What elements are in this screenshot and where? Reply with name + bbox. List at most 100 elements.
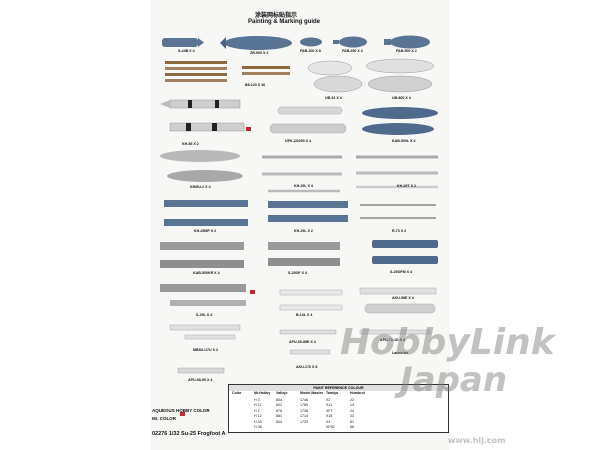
- kh-58-missile: [160, 99, 245, 132]
- legend-aqueous: AQUEOUS HOBBY COLOR: [152, 408, 210, 413]
- weapon-label: APU-68-99 X 4: [188, 378, 213, 382]
- weapon-label: KH-29L X 2: [294, 229, 313, 233]
- page-caption: 02276 1/32 Su-25 Frogfoot A: [152, 431, 226, 437]
- weapon-label: FAB-250 X 2: [342, 49, 363, 53]
- table-cell: 861: [276, 414, 282, 419]
- table-header-cell: Humbrol: [350, 391, 365, 395]
- table-header-cell: Vallejo: [276, 391, 288, 395]
- weapon-label: R-73 X 2: [392, 229, 407, 233]
- kh-25mp-missile: [164, 200, 248, 226]
- kab-500kr-bombs: [372, 240, 438, 264]
- weapon-label: FAB-100 X 8: [300, 49, 321, 53]
- weapon-label: KH-29T X 2: [397, 184, 416, 188]
- table-cell: 602: [276, 403, 282, 408]
- fab-100-bomb: [300, 37, 322, 47]
- zb-500-tank: [220, 36, 292, 50]
- s-25ofm-rockets: [268, 242, 340, 266]
- weapon-label: KH-58 X 2: [182, 142, 199, 146]
- table-cell: 1736: [300, 408, 308, 413]
- table-cell: X18: [326, 414, 333, 419]
- page-title: Painting & Marking guide: [248, 19, 321, 25]
- page-title-cjk: 涂装网标贴指示: [255, 12, 298, 19]
- weapon-label: AKU-176 X 8: [296, 365, 318, 369]
- table-header-cell: Tamiya: [326, 391, 339, 395]
- watermark-url: www.hlj.com: [448, 436, 506, 445]
- kh-25l-missiles: [262, 155, 342, 193]
- table-cell: H 33: [254, 419, 262, 424]
- table-cell: X2: [326, 398, 331, 402]
- s-25of-rockets: [160, 242, 244, 268]
- table-cell: 24: [350, 408, 354, 413]
- table-title: PAINT REFERENCE COLOUR: [229, 385, 448, 391]
- weapon-label: UPK-23/250 X 4: [285, 139, 312, 143]
- weapon-label: KAB-500L X 4: [392, 139, 416, 143]
- table-header-cell: Model Master: [300, 391, 323, 395]
- weapon-label: KMGU-2 X 4: [190, 185, 211, 189]
- table-cell: 22: [350, 398, 354, 402]
- weapon-label: S-24B X 4: [178, 49, 195, 53]
- weapon-label: KH-25MP X 2: [194, 229, 217, 233]
- table-cell: H 12: [254, 414, 262, 419]
- table-cell: XF62: [326, 425, 335, 429]
- ub-32-pod: [307, 60, 363, 93]
- table-cell: 1733: [300, 419, 308, 424]
- weapon-label: UB-800 X 4: [392, 96, 411, 100]
- weapon-label: S-25OFM X 4: [390, 270, 412, 274]
- b8-rocket-pods: [165, 61, 290, 82]
- weapon-label: B-13L X 4: [296, 313, 313, 317]
- kh-29t-missiles: [356, 155, 438, 189]
- table-cell: 1746: [300, 398, 308, 402]
- weapon-label: S-25OF X 4: [288, 271, 307, 275]
- kab-500l-bomb: [362, 107, 438, 135]
- weapon-label: B8-120 X 16: [245, 83, 266, 87]
- b-13l-pod: [364, 303, 436, 314]
- kmgu-dispensers: [160, 150, 243, 182]
- weapon-label: FAB-500 X 2: [396, 49, 417, 53]
- table-cell: XF7: [326, 408, 333, 413]
- weapon-label: S-25L X 4: [196, 313, 213, 317]
- table-cell: H 3: [254, 398, 260, 402]
- watermark-sub: Japan: [400, 360, 508, 400]
- upk-23-pod: [269, 106, 347, 134]
- watermark-brand: HobbyLink: [340, 322, 555, 363]
- weapon-label: ZB-500 X 2: [250, 51, 269, 55]
- aku-58e-launcher: [279, 287, 437, 311]
- weapon-label: KH-25L X 4: [294, 184, 313, 188]
- table-header-cell: Color: [232, 391, 242, 395]
- kh-29l-missile: [268, 201, 348, 222]
- table-cell: H 2: [254, 408, 260, 413]
- legend-aqueous-label: AQUEOUS HOBBY COLOR: [152, 408, 210, 413]
- r-73-missile: [360, 204, 436, 219]
- s-24b-rocket: [162, 38, 204, 47]
- weapon-label: AKU-58E X 4: [392, 296, 414, 300]
- legend-mr-label: Mr. COLOR: [152, 416, 177, 421]
- weapon-label: KAB-500KR X 4: [193, 271, 220, 275]
- table-cell: 804: [276, 398, 282, 402]
- table-cell: 13: [350, 403, 354, 408]
- ub-800-pod: [365, 58, 435, 93]
- table-cell: X11: [326, 403, 333, 408]
- table-cell: 504: [276, 419, 282, 424]
- table-cell: 33: [350, 414, 354, 419]
- table-cell: 66: [350, 425, 354, 429]
- weapon-label: APU-73-1D X 4: [380, 338, 405, 342]
- apu-68-99-rails: [177, 367, 225, 374]
- table-cell: 876: [276, 408, 282, 413]
- table-header-cell: Mr.Hobby: [254, 391, 271, 395]
- weapon-label: Launcher: [392, 351, 409, 355]
- apu-68-85e-rails: [279, 329, 337, 355]
- weapon-label: MBD3-U7U X 2: [193, 348, 218, 352]
- paint-reference-table: PAINT REFERENCE COLOUR: [228, 384, 449, 433]
- table-cell: H 11: [254, 403, 262, 408]
- weapon-label: UB-32 X 4: [325, 96, 342, 100]
- weapon-label: APU-68-85E X 4: [289, 340, 316, 344]
- fab-500-bomb: [384, 35, 430, 49]
- apu-73-rails: [359, 329, 431, 335]
- table-cell: 1714: [300, 414, 308, 419]
- legend-mr: Mr. COLOR: [152, 416, 176, 421]
- fab-250-bomb: [333, 36, 367, 48]
- s-25l-rockets: [160, 284, 246, 306]
- mbd3-u7u-rack: [169, 324, 241, 340]
- table-cell: H 38: [254, 425, 262, 429]
